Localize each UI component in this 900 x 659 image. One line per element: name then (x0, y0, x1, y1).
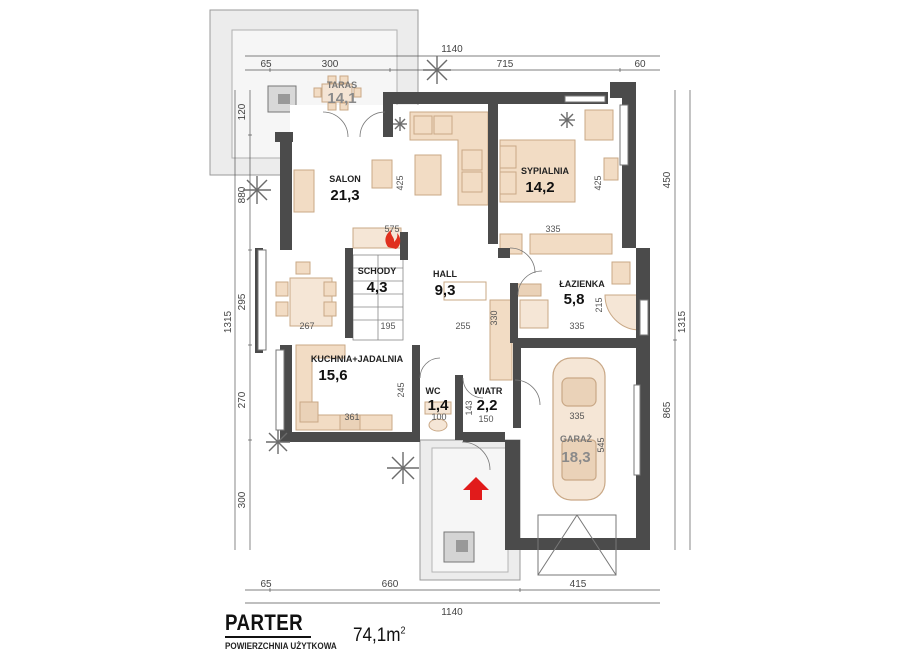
car-outline (552, 357, 606, 501)
dimension-lines (234, 55, 691, 604)
dim-bottom-segment: 660 (382, 579, 399, 590)
dim-bottom-total: 1140 (441, 607, 463, 618)
dimension-labels: 1140 65 300 715 60 65 660 415 1140 120 8… (223, 44, 688, 618)
salon-width-dim: 575 (384, 224, 399, 234)
lazienka-height-dim: 215 (594, 297, 604, 312)
hall-width-dim: 255 (455, 321, 470, 331)
door-swings (322, 111, 543, 471)
room-name-garaz: GARAŻ (560, 434, 592, 444)
room-area-garaz: 18,3 (561, 449, 590, 466)
lazienka-width-dim: 335 (569, 321, 584, 331)
dim-bottom-segment: 415 (570, 579, 587, 590)
dim-left-total: 1315 (223, 310, 234, 333)
dim-right-segment: 450 (662, 171, 673, 188)
garage-door (537, 514, 617, 576)
kuchnia-width-2-dim: 361 (344, 412, 359, 422)
dim-left-segment: 300 (237, 491, 248, 508)
entrance-arrow-icon (463, 477, 489, 500)
salon-height-dim: 425 (395, 175, 405, 190)
sypialnia-height-dim: 425 (593, 175, 603, 190)
room-name-hall: HALL (433, 269, 457, 279)
usable-area-unit-exponent: 2 (400, 625, 406, 637)
room-area-sypialnia: 14,2 (525, 179, 554, 196)
room-area-wc: 1,4 (428, 397, 450, 414)
room-name-kuchnia: KUCHNIA+JADALNIA (311, 354, 404, 364)
room-area-taras: 14,1 (327, 90, 356, 107)
room-area-wiatr: 2,2 (477, 397, 498, 414)
wc-width-dim: 100 (431, 412, 446, 422)
room-area-schody: 4,3 (367, 279, 388, 296)
room-name-taras: TARAS (327, 80, 357, 90)
windows (257, 95, 649, 476)
garaz-height-dim: 545 (596, 437, 606, 452)
floor-title-block: PARTER POWIERZCHNIA UŻYTKOWA (225, 612, 349, 651)
kuchnia-height-dim: 245 (396, 382, 406, 397)
room-area-salon: 21,3 (330, 187, 359, 204)
dim-left-segment: 295 (237, 293, 248, 310)
room-area-lazienka: 5,8 (564, 291, 585, 308)
dim-left-segment: 270 (237, 391, 248, 408)
entrance-walkway (419, 439, 521, 581)
fireplace-flame-icon (385, 230, 401, 249)
garaz-width-dim: 335 (569, 411, 584, 421)
title-underline (225, 636, 311, 638)
dim-right-total: 1315 (677, 310, 688, 333)
plant-icon (243, 56, 575, 484)
usable-area-value: 74,1m2 (353, 625, 406, 647)
room-name-lazienka: ŁAZIENKA (559, 279, 605, 289)
wiatr-width-dim: 150 (478, 414, 493, 424)
room-name-sypialnia: SYPIALNIA (521, 166, 570, 176)
dim-top-segment: 65 (260, 59, 272, 70)
staircase (352, 254, 404, 341)
room-name-salon: SALON (329, 174, 361, 184)
kuchnia-width-dim: 267 (299, 321, 314, 331)
dim-top-segment: 60 (634, 59, 646, 70)
sypialnia-width-dim: 335 (545, 224, 560, 234)
dim-bottom-segment: 65 (260, 579, 272, 590)
dim-left-segment: 880 (237, 186, 248, 203)
wiatr-height-dim: 143 (464, 400, 474, 415)
room-name-wiatr: WIATR (474, 386, 503, 396)
dim-right-segment: 865 (662, 401, 673, 418)
dim-top-total: 1140 (441, 44, 463, 55)
dim-top-segment: 715 (497, 59, 514, 70)
room-labels: TARAS 14,1 SALON 21,3 SYPIALNIA 14,2 SCH… (311, 80, 605, 466)
hall-height-dim: 330 (489, 310, 499, 325)
room-area-hall: 9,3 (435, 282, 456, 299)
schody-width-dim: 195 (380, 321, 395, 331)
inner-dimensions: 425 575 425 335 195 255 330 215 335 267 … (299, 175, 606, 452)
room-area-kuchnia: 15,6 (318, 367, 347, 384)
floor-title: PARTER (225, 610, 304, 635)
dim-left-segment: 120 (237, 103, 248, 120)
usable-area-label: POWIERZCHNIA UŻYTKOWA (225, 641, 337, 651)
room-name-schody: SCHODY (358, 266, 397, 276)
usable-area-number: 74,1m (353, 625, 401, 646)
room-name-wc: WC (426, 386, 441, 396)
furniture (275, 75, 641, 432)
dim-top-segment: 300 (322, 59, 339, 70)
